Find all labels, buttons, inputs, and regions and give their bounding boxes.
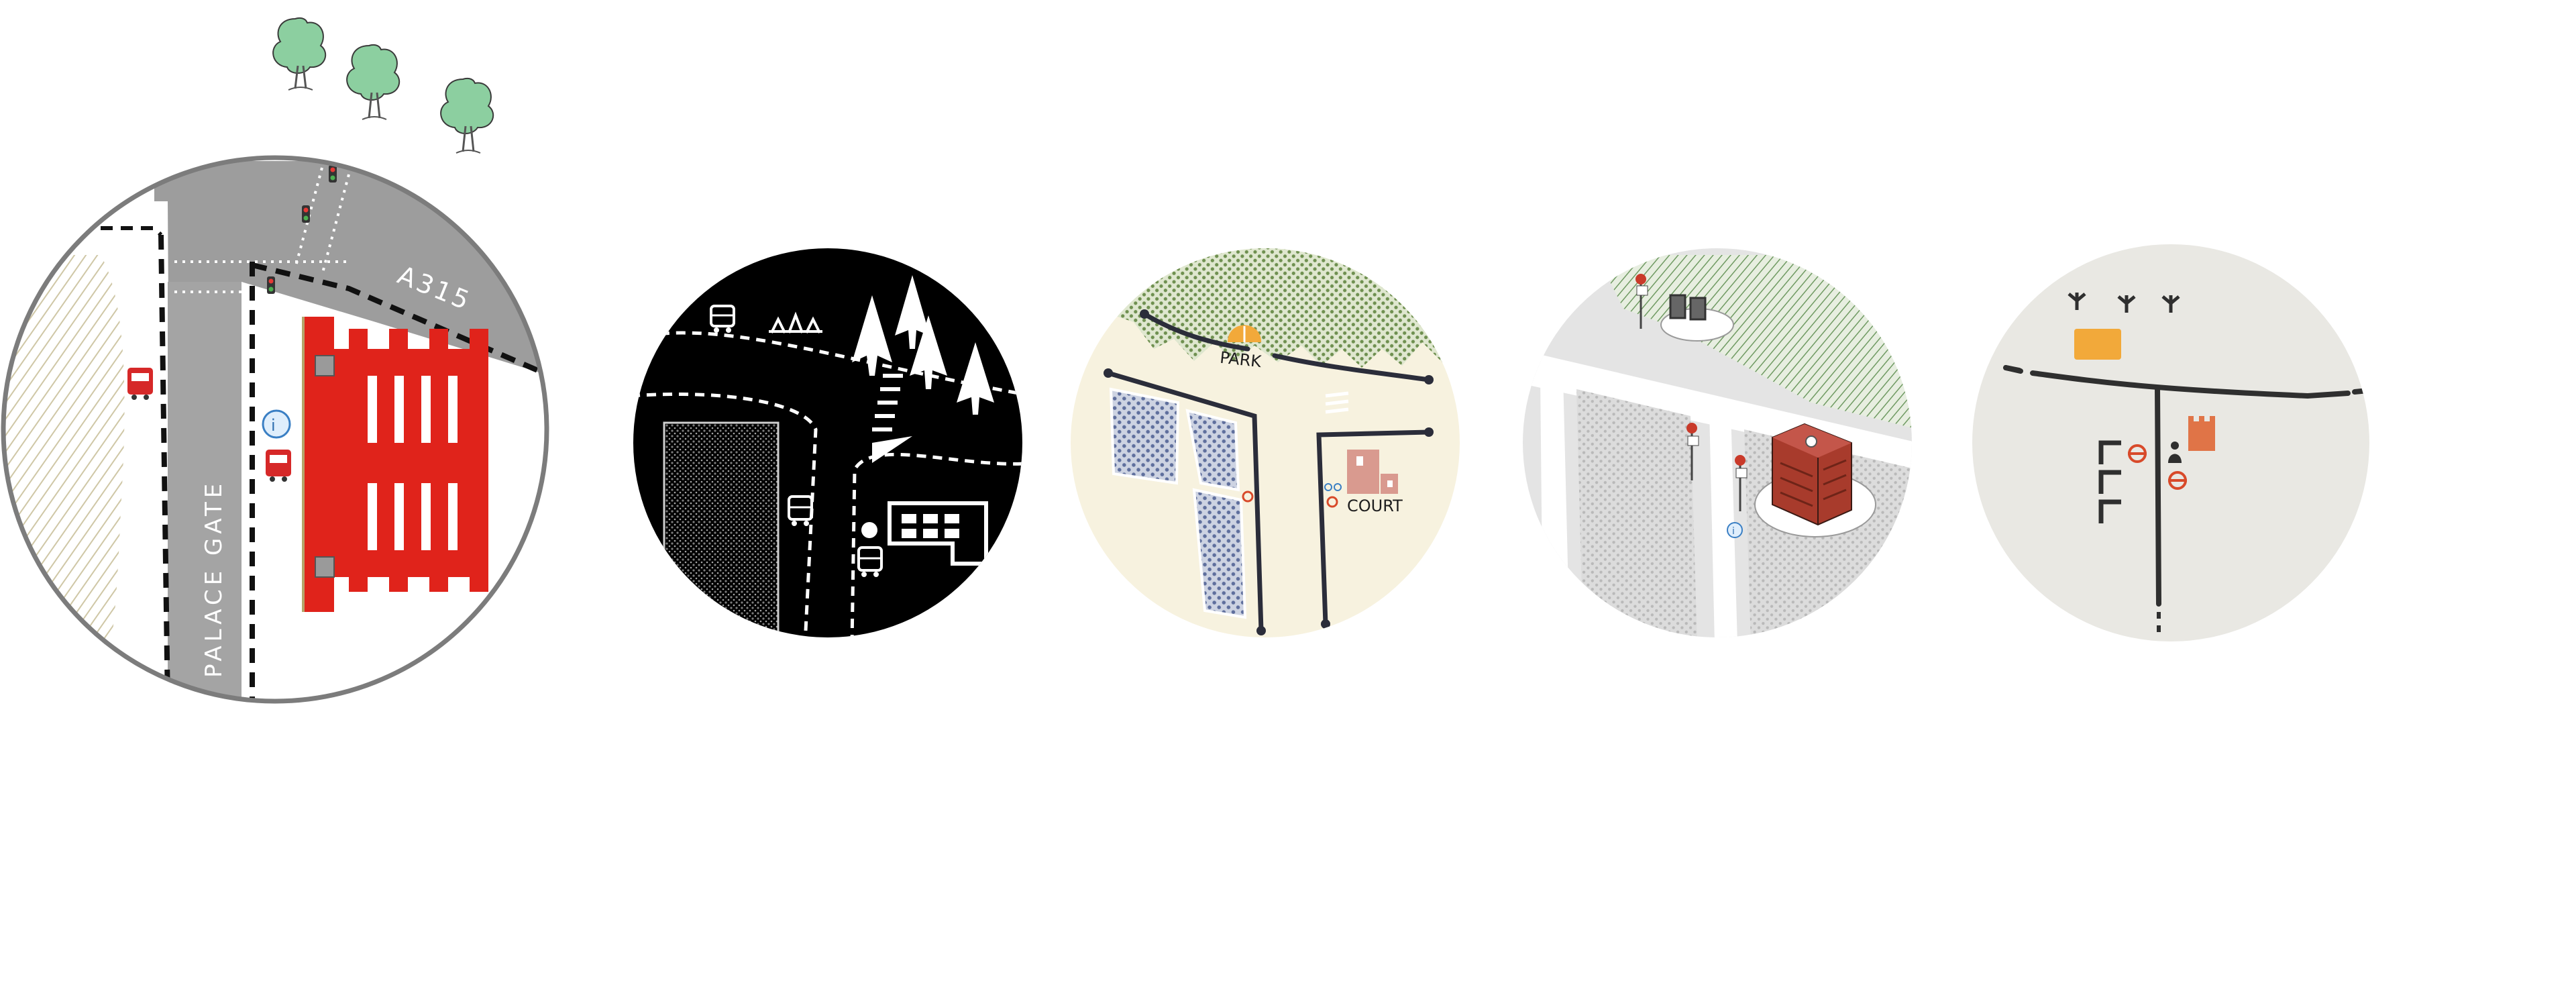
building-icon	[1772, 423, 1852, 526]
park-gate-icon	[1228, 325, 1261, 342]
court-building-icon	[1347, 450, 1398, 494]
castle-icon	[2188, 416, 2215, 451]
stop-icon	[2128, 444, 2147, 463]
person-icon	[2168, 442, 2182, 463]
road-label-palace-gate: PALACE GATE	[201, 480, 227, 678]
pine-tree-icon	[852, 275, 994, 415]
tree-icon	[2068, 293, 2180, 313]
bus-icon	[266, 450, 291, 482]
park-label: PARK	[1219, 348, 1263, 371]
map-3-cream: PARK COURT	[1071, 248, 1460, 637]
bus-icon	[857, 546, 883, 577]
info-icon: i	[262, 409, 291, 439]
traffic-light-icon	[302, 205, 310, 223]
fence-icon	[769, 311, 822, 333]
block-icon	[2074, 329, 2121, 360]
bus-icon	[127, 368, 153, 400]
tree-icon	[346, 44, 400, 120]
sign-icon	[1686, 423, 1699, 480]
map-5-minimal	[1972, 244, 2369, 641]
svg-text:i: i	[1732, 526, 1735, 537]
stop-icon	[2168, 471, 2187, 490]
block-icon	[2098, 440, 2121, 523]
stop-icon	[1326, 496, 1338, 508]
traffic-light-icon	[267, 276, 275, 294]
bicycle-icon	[1324, 483, 1342, 491]
map-2-black	[633, 248, 1022, 637]
crossing-icon	[872, 374, 912, 463]
sign-icon	[1635, 274, 1648, 329]
traffic-light-icon	[329, 165, 337, 183]
building-icon	[888, 501, 988, 566]
sign-icon	[1735, 455, 1748, 511]
stop-icon	[1242, 490, 1254, 503]
tree-icon	[272, 17, 327, 91]
bus-icon	[710, 305, 735, 333]
tree-icon	[440, 77, 494, 154]
info-icon: i	[1727, 522, 1743, 538]
svg-text:i: i	[271, 416, 276, 435]
gate-icon	[1669, 294, 1707, 321]
court-label: COURT	[1347, 497, 1403, 515]
bus-icon	[788, 495, 813, 526]
map-1-colored: A315 PALACE GATE i	[1, 17, 549, 704]
building-icon	[302, 317, 488, 612]
map-4-grey: i	[1523, 248, 1912, 637]
